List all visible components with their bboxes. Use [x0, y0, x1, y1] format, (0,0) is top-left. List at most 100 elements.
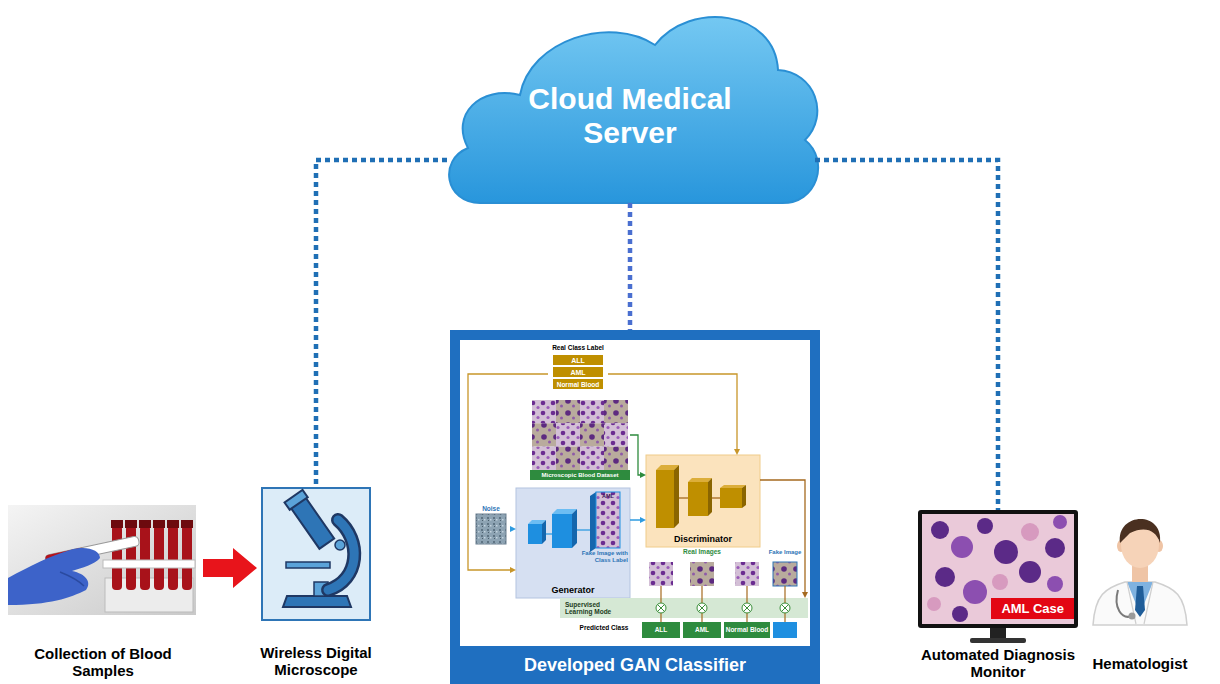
connector [510, 526, 516, 532]
blood-sample-photo [125, 520, 137, 528]
sample-images [735, 562, 759, 586]
supervised-band [660, 613, 661, 622]
node-text: Microscopic Blood Dataset [530, 470, 630, 480]
blood-sample-photo [8, 505, 196, 615]
diagnosis-monitor: AML CaseAutomated Diagnosis Monitor [918, 510, 1078, 680]
supervised-band [656, 603, 666, 613]
sample-images [773, 562, 797, 586]
connector [760, 480, 808, 598]
supervised-band [560, 586, 808, 638]
discriminator-panel [646, 455, 760, 547]
hematologist-figure [1129, 613, 1136, 620]
monitor-screen [994, 540, 1018, 564]
blood-sample-photo [139, 520, 151, 528]
microscope-icon [328, 520, 354, 590]
hematologist-figure [1120, 519, 1160, 543]
blood-sample-photo [140, 525, 150, 590]
supervised-band [697, 603, 707, 613]
supervised-band [746, 586, 747, 603]
connector-line [316, 160, 447, 488]
microscope-icon [335, 540, 345, 550]
node-text: ALL [655, 626, 668, 633]
cloud-shape [449, 17, 818, 203]
dataset-mosaic [580, 423, 604, 446]
supervised-band [773, 622, 797, 638]
connector-line [608, 374, 737, 451]
connector-line [628, 203, 633, 330]
block-arrow [203, 548, 257, 588]
connector [203, 548, 257, 588]
arrow-head [802, 592, 808, 598]
sample-images [649, 562, 797, 586]
monitor-screen [927, 597, 941, 611]
hematologist-figure [1093, 582, 1187, 625]
connector-line [760, 480, 805, 594]
connector [316, 160, 447, 488]
hematologist-figure [1135, 586, 1145, 617]
label-anchor: AML [602, 494, 614, 500]
node-text: AML [695, 626, 709, 633]
hematologist-figure [1093, 519, 1187, 625]
arrow-head [640, 517, 646, 523]
generator-panel [516, 488, 630, 598]
dataset-mosaic [532, 400, 556, 423]
supervised-band [701, 613, 702, 622]
generator-panel [572, 509, 577, 548]
dataset-mosaic [556, 423, 580, 446]
supervised-band [744, 605, 751, 612]
monitor-screen [918, 510, 1078, 643]
blood-sample-photo [111, 520, 123, 528]
dataset-mosaic [532, 400, 628, 470]
connector-line [815, 160, 998, 510]
class-label-box: AML [552, 366, 604, 378]
free-label: Predicted Class [580, 625, 629, 632]
supervised-band [699, 605, 706, 612]
node-text: Automated Diagnosis Monitor [898, 646, 1098, 680]
node-text: Cloud Medical Server [500, 82, 760, 151]
discriminator-panel [742, 485, 746, 508]
discriminator-panel [656, 470, 674, 528]
monitor-screen [952, 606, 968, 622]
gan-frame [450, 330, 820, 684]
node-text: AML Case [991, 598, 1074, 619]
monitor-screen [1053, 515, 1067, 529]
noise-image [476, 514, 506, 544]
discriminator-panel [646, 455, 760, 547]
discriminator-panel: Discriminator [646, 455, 760, 547]
dataset-mosaic [532, 423, 556, 446]
node-text: Supervised Learning Mode [565, 601, 623, 615]
monitor-screen [1021, 523, 1039, 541]
blood-sample-node: Collection of Blood Samples [8, 505, 198, 681]
blood-sample-photo [8, 548, 100, 605]
node-text: Generator [551, 585, 594, 595]
connector [815, 160, 998, 510]
noise-image [476, 514, 506, 544]
free-label: AML [602, 494, 614, 500]
blood-sample-photo [182, 525, 192, 590]
microscope-icon [328, 520, 354, 590]
node-text: Wireless Digital Microscope [231, 644, 401, 678]
connector [630, 517, 646, 523]
monitor-screen [970, 638, 1026, 643]
generator-panel [552, 514, 572, 548]
supervised-band [656, 603, 790, 613]
free-label: Fake Image [769, 549, 802, 555]
class-label-box: ALL [552, 354, 604, 366]
arrow-head [510, 567, 516, 573]
cloud-shape [449, 17, 818, 203]
monitor-screen [963, 580, 987, 604]
microscope-icon [286, 562, 330, 568]
supervised-band [699, 605, 706, 612]
blood-sample-photo [60, 572, 84, 586]
connector [630, 203, 631, 330]
monitor-screen [918, 510, 1078, 628]
supervised-band [658, 605, 789, 612]
generator-panel [516, 488, 630, 598]
discriminator-panel [720, 485, 746, 488]
arrow-head [510, 526, 516, 532]
generator-panel [596, 492, 620, 548]
monitor-screen [992, 574, 1008, 590]
noise-node: Noise [472, 504, 510, 548]
supervised-band [782, 605, 789, 612]
node-text: Normal Blood [726, 626, 769, 633]
